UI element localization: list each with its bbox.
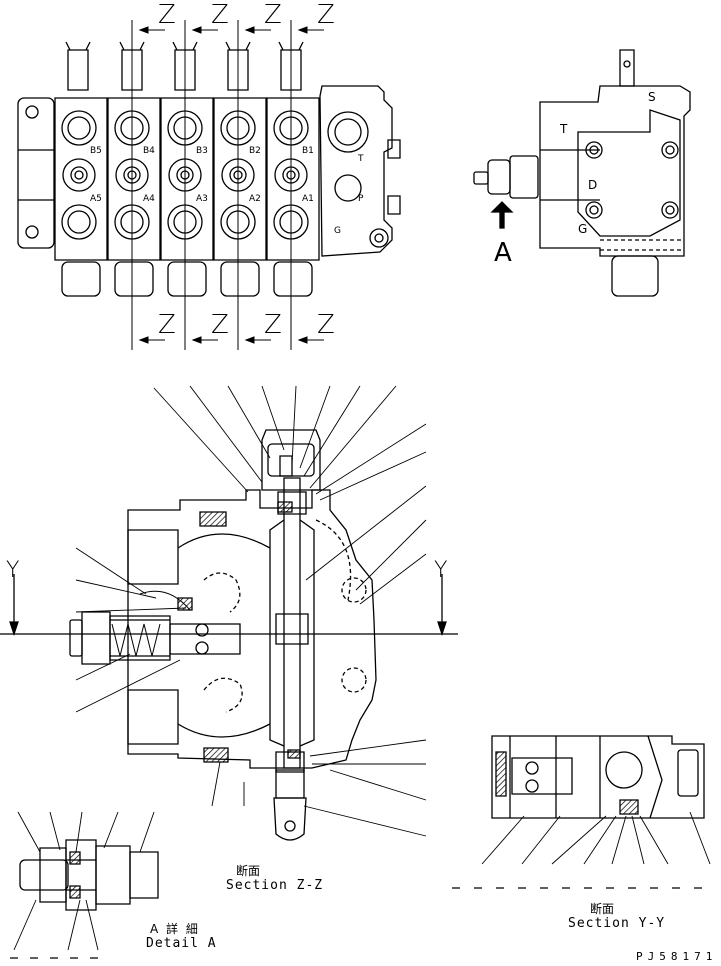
port-label-a1: A1	[302, 194, 314, 204]
section-z-z-drawing	[0, 386, 458, 840]
side-label-d: D	[588, 178, 598, 192]
section-z-z-caption: Section Z-Z	[226, 878, 324, 893]
port-label-a2: A2	[249, 194, 261, 204]
inlet-label-t: T	[358, 154, 364, 164]
inlet-label-p: P	[358, 194, 364, 204]
z-cut-label-top-2: Z	[211, 0, 229, 30]
port-label-a5: A5	[90, 194, 102, 204]
spool-section-1	[267, 42, 319, 296]
section-y-y-caption: Section Y-Y	[568, 916, 666, 931]
spool-section-2	[214, 42, 266, 296]
z-cut-label-top-3: Z	[264, 0, 282, 30]
port-label-b5: B5	[90, 146, 102, 156]
z-cut-label-top-1: Z	[158, 0, 176, 30]
z-cut-label-bottom-2: Z	[211, 310, 229, 340]
leader-lines	[76, 386, 426, 836]
detail-a-caption: Detail A	[146, 936, 217, 951]
port-label-a3: A3	[196, 194, 208, 204]
port-label-b3: B3	[196, 146, 208, 156]
section-z-z-caption-jp: 断面	[236, 864, 261, 878]
view-arrow-label-a: A	[494, 238, 512, 268]
spool-section-5	[55, 42, 107, 296]
section-y-y-drawing	[452, 736, 716, 888]
z-cut-label-bottom-1: Z	[158, 310, 176, 340]
z-cut-label-bottom-3: Z	[264, 310, 282, 340]
port-label-a4: A4	[143, 194, 155, 204]
inlet-section	[320, 86, 400, 256]
y-cut-label-left: Y	[6, 558, 20, 583]
section-cut-lines-z	[132, 20, 324, 350]
spool-section-3	[161, 42, 213, 296]
detail-a-caption-jp: A 詳 細	[150, 922, 200, 936]
port-label-b4: B4	[143, 146, 155, 156]
side-label-s: S	[648, 90, 656, 104]
relief-valve	[70, 591, 240, 664]
top-view-valve	[18, 20, 400, 350]
section-y-y-caption-jp: 断面	[590, 902, 615, 916]
side-label-t: T	[560, 122, 568, 136]
z-cut-label-top-4: Z	[317, 0, 335, 30]
inlet-label-g: G	[334, 226, 341, 236]
port-label-b1: B1	[302, 146, 314, 156]
side-label-g: G	[578, 222, 588, 236]
z-cut-label-bottom-4: Z	[317, 310, 335, 340]
drawing-code: PJ58171	[636, 950, 718, 963]
side-view-valve	[474, 50, 690, 296]
detail-a-drawing	[10, 812, 158, 958]
y-cut-label-right: Y	[434, 558, 448, 583]
spool-section-4	[108, 42, 160, 296]
port-label-b2: B2	[249, 146, 261, 156]
